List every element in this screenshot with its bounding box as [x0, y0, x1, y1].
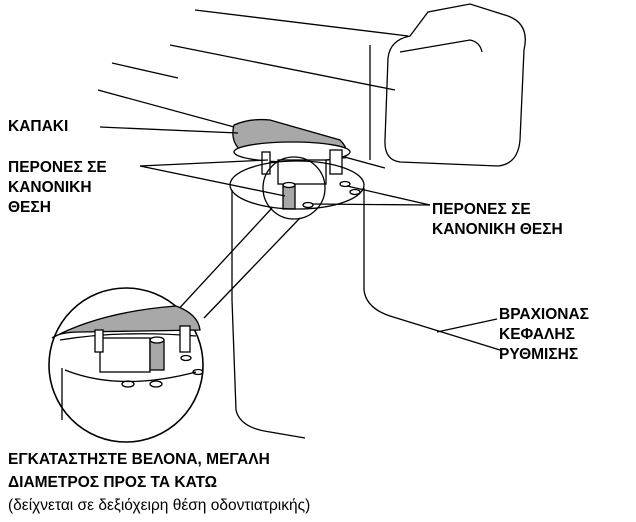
- leader-arm: [436, 318, 498, 333]
- label-pins-left-line2: ΚΑΝΟΝΙΚΗ: [8, 179, 92, 196]
- instruction-note: (δείχνεται σε δεξιόχειρη θέση οδοντιατρι…: [8, 497, 311, 514]
- label-pins-right-line1: ΠΕΡΟΝΕΣ ΣΕ: [432, 201, 531, 218]
- leader-lid: [99, 126, 239, 134]
- leader-pins-left-a: [139, 159, 269, 167]
- label-pins-left-line1: ΠΕΡΟΝΕΣ ΣΕ: [8, 159, 107, 176]
- instruction-line2: ΔΙΑΜΕΤΡΟΣ ΠΡΟΣ ΤΑ ΚΑΤΩ: [8, 474, 218, 491]
- label-pins-right: ΠΕΡΟΝΕΣ ΣΕ ΚΑΝΟΝΙΚΗ ΘΕΣΗ: [432, 200, 563, 240]
- magnified-detail: [48, 287, 204, 443]
- leader-pins-right-a: [346, 185, 431, 206]
- label-pins-left-line3: ΘΕΣΗ: [8, 199, 51, 216]
- label-lid-text: ΚΑΠΑΚΙ: [8, 118, 69, 135]
- lid-disc: [232, 118, 351, 163]
- leader-pins-left-b: [139, 165, 286, 197]
- label-pins-left: ΠΕΡΟΝΕΣ ΣΕ ΚΑΝΟΝΙΚΗ ΘΕΣΗ: [8, 158, 107, 218]
- label-lid: ΚΑΠΑΚΙ: [8, 117, 68, 137]
- label-arm-line2: ΚΕΦΑΛΗΣ: [499, 326, 575, 343]
- zoom-line-2: [203, 217, 301, 319]
- mount-column: [229, 156, 501, 439]
- label-pins-right-line2: ΚΑΝΟΝΙΚΗ ΘΕΣΗ: [432, 221, 563, 238]
- label-arm: ΒΡΑΧΙΟΝΑΣ ΚΕΦΑΛΗΣ ΡΥΘΜΙΣΗΣ: [499, 305, 589, 365]
- instruction-line1: ΕΓΚΑΤΑΣΤΗΣΤΕ ΒΕΛΟΝΑ, ΜΕΓΑΛΗ: [8, 451, 270, 468]
- leader-pins-right-b: [311, 203, 431, 206]
- label-arm-line1: ΒΡΑΧΙΟΝΑΣ: [499, 306, 589, 323]
- label-arm-line3: ΡΥΘΜΙΣΗΣ: [499, 346, 579, 363]
